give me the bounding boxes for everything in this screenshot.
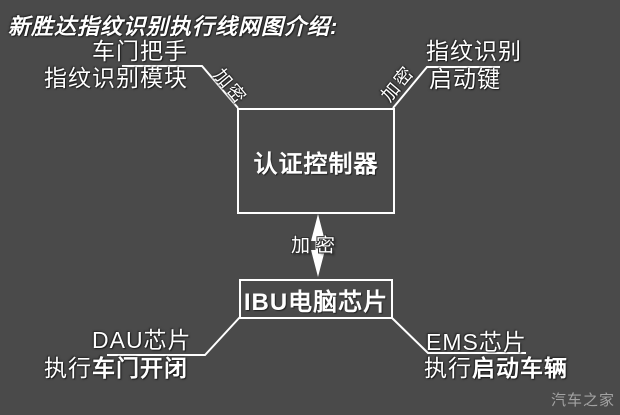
- dau-chip-label: DAU芯片: [92, 327, 192, 353]
- connector-door-handle-to-auth: [122, 65, 239, 109]
- connector-start-button-to-auth: [392, 66, 500, 109]
- ems-chip-action: 执行启动车辆: [424, 355, 568, 382]
- dau-action-prefix: 执行: [44, 355, 92, 381]
- auth-controller-label: 认证控制器: [253, 150, 379, 178]
- ibu-chip-label: IBU电脑芯片: [243, 288, 389, 316]
- autohome-watermark: 汽车之家: [550, 392, 615, 409]
- door-handle-module-label-line2: 指纹识别模块: [44, 65, 188, 91]
- encrypt-label-center: 加密: [290, 235, 342, 257]
- auth-controller-box: 认证控制器: [237, 108, 395, 214]
- ibu-chip-box: IBU电脑芯片: [239, 279, 393, 319]
- page-title: 新胜达指纹识别执行线网图介绍:: [8, 14, 339, 39]
- fingerprint-start-button-label-line1: 指纹识别: [426, 38, 522, 64]
- fingerprint-start-button-label-line2: 启动键: [429, 66, 501, 92]
- double-arrow-icon: [311, 214, 325, 277]
- door-handle-module-label-line1: 车门把手: [92, 38, 188, 64]
- connector-ibu-to-dau: [107, 316, 241, 356]
- connector-ibu-to-ems: [390, 316, 526, 354]
- ems-action-target: 启动车辆: [472, 355, 568, 381]
- dau-action-target: 车门开闭: [92, 355, 188, 381]
- ems-chip-label: EMS芯片: [426, 329, 527, 355]
- dau-chip-action: 执行车门开闭: [44, 355, 188, 382]
- ems-action-prefix: 执行: [424, 355, 472, 381]
